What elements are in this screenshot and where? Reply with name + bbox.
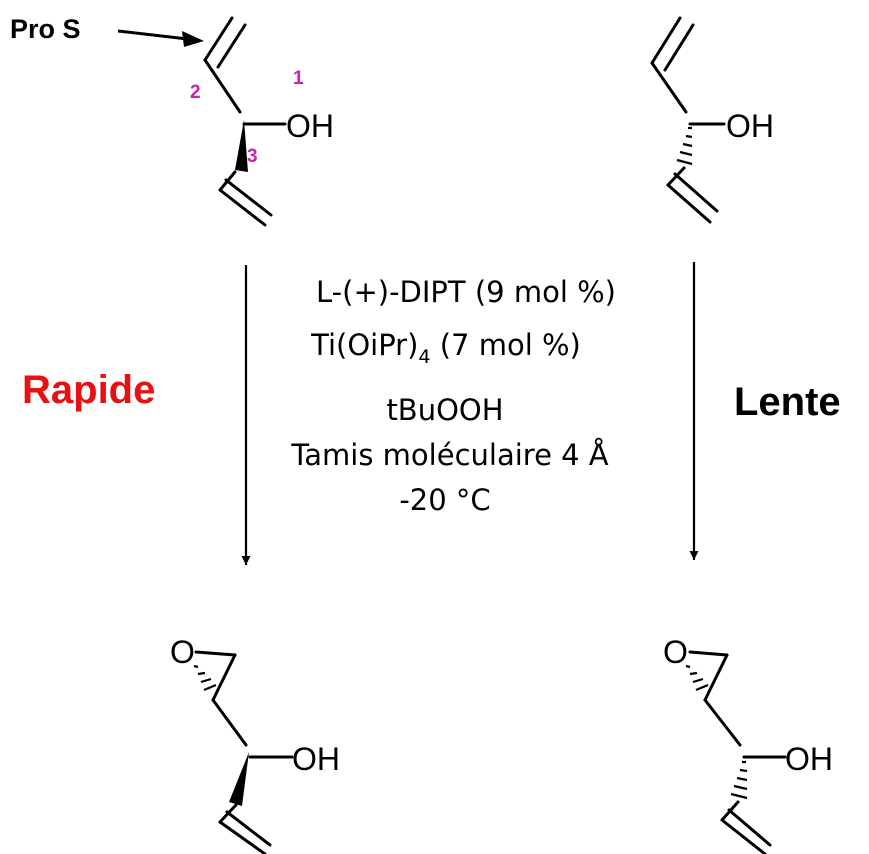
rate-label-lente: Lente <box>734 380 841 424</box>
rate-label-rapide: Rapide <box>22 368 155 412</box>
hydroxyl-label: OH <box>292 741 340 777</box>
pro-s-annotation: Pro S <box>10 14 204 47</box>
hashed-bond <box>685 664 709 692</box>
hashed-bond <box>730 760 748 800</box>
titanium-subscript: 4 <box>418 346 430 368</box>
hashed-bond <box>193 664 217 692</box>
epoxide-oxygen-label: O <box>663 634 688 670</box>
hashed-bond <box>676 126 693 166</box>
condition-temperature: -20 °C <box>399 483 490 517</box>
pro-s-arrow-head <box>182 31 204 47</box>
epoxide-oxygen-label: O <box>170 634 195 670</box>
carbon-number-1: 1 <box>293 68 304 89</box>
condition-oxidant: tBuOOH <box>386 393 503 427</box>
condition-sieves: Tamis moléculaire 4 Å <box>290 438 608 472</box>
product-bottom-right: O OH <box>663 634 833 854</box>
molecule-top-right: OH <box>650 16 774 224</box>
pro-s-label: Pro S <box>10 14 81 44</box>
wedge-bond <box>229 752 249 806</box>
reaction-conditions: L-(+)-DIPT (9 mol %) Ti(OiPr)4 (7 mol %)… <box>290 275 616 517</box>
condition-titanium: Ti(OiPr)4 (7 mol %) <box>310 328 581 368</box>
hydroxyl-label: OH <box>785 741 833 777</box>
wedge-bond <box>235 120 248 172</box>
molecule-top-left: OH 1 2 3 <box>190 16 334 227</box>
product-bottom-left: O OH <box>170 634 340 854</box>
carbon-number-2: 2 <box>190 82 201 103</box>
titanium-formula: Ti(OiPr) <box>310 328 418 362</box>
hydroxyl-label: OH <box>286 108 334 144</box>
carbon-number-3: 3 <box>247 146 258 167</box>
titanium-amount: (7 mol %) <box>431 328 581 362</box>
hydroxyl-label: OH <box>726 108 774 144</box>
condition-ligand: L-(+)-DIPT (9 mol %) <box>316 275 616 309</box>
